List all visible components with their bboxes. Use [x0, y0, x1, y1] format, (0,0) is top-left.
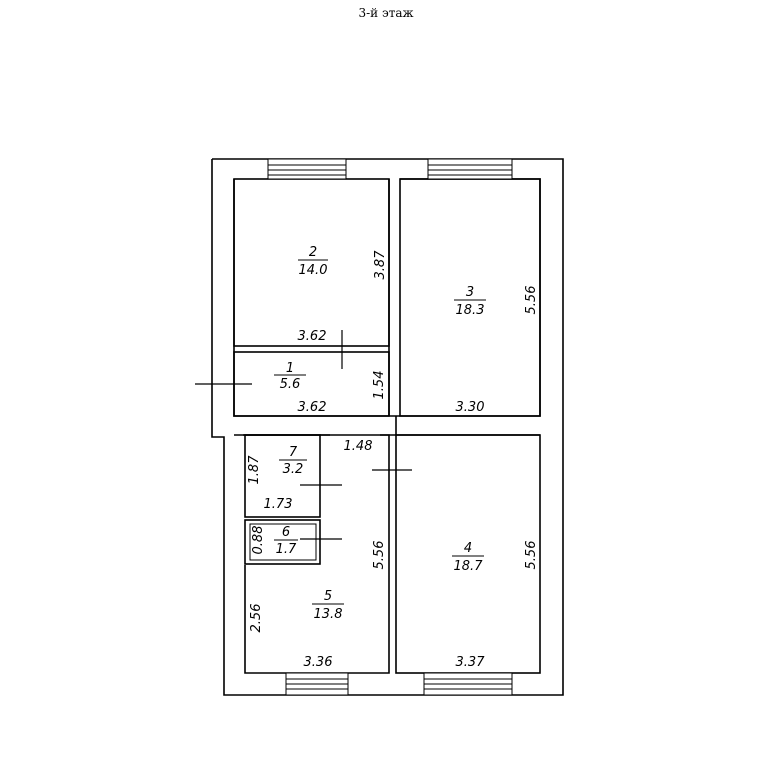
window-bottom-left: [285, 672, 349, 696]
room-2-width-dim: 3.62: [298, 329, 327, 344]
room-6-inner: [249, 523, 317, 561]
room-4-height-dim: 5.56: [524, 541, 539, 570]
room-7-width-dim: 1.73: [264, 497, 293, 512]
room-7-number: 7: [289, 445, 298, 460]
room-6-outline: [244, 519, 321, 565]
room-2-label: 2 14.0: [298, 245, 328, 278]
room-5-side-dim: 2.56: [249, 604, 264, 633]
room-5-area: 13.8: [314, 607, 343, 622]
room-2-number: 2: [309, 245, 317, 260]
room-3-area: 18.3: [456, 303, 485, 318]
room-7-height-dim: 1.87: [247, 455, 262, 485]
room-5-number: 5: [324, 589, 332, 604]
room-6-area: 1.7: [276, 542, 297, 557]
room-6-number: 6: [282, 525, 290, 540]
room-7-label: 7 3.2: [279, 445, 307, 477]
room-2-height-dim: 3.87: [373, 250, 388, 280]
room-1-number: 1: [286, 361, 294, 376]
outer-wall: [211, 158, 564, 696]
window-bottom-right: [423, 672, 513, 696]
door-marks: [195, 330, 412, 540]
room-4-area: 18.7: [454, 559, 484, 574]
room-6-label: 6 1.7: [274, 525, 298, 557]
window-top-left: [267, 158, 347, 180]
room-6-height-dim: 0.88: [251, 526, 266, 555]
room-3-label: 3 18.3: [454, 285, 486, 318]
room-1-area: 5.6: [280, 377, 301, 392]
room-3-width-dim: 3.30: [456, 400, 485, 415]
room-7-area: 3.2: [283, 462, 304, 477]
corridor-width-dim: 1.48: [344, 439, 373, 454]
room-2-area: 14.0: [299, 263, 328, 278]
room-1-label: 1 5.6: [274, 361, 306, 392]
room-4-width-dim: 3.37: [456, 655, 486, 670]
room-1-height-dim: 1.54: [372, 371, 387, 400]
room-5-width-dim: 3.36: [304, 655, 333, 670]
floor-title: 3-й этаж: [358, 6, 414, 20]
room-5-height-dim: 5.56: [372, 541, 387, 570]
room-5-label: 5 13.8: [312, 589, 344, 622]
room-4-number: 4: [464, 541, 472, 556]
room-4-label: 4 18.7: [452, 541, 484, 574]
room-5-outline: [243, 434, 390, 674]
room-3-height-dim: 5.56: [524, 286, 539, 315]
room-3-number: 3: [466, 285, 474, 300]
window-top-right: [427, 158, 513, 180]
room-1-width-dim: 3.62: [298, 400, 327, 415]
